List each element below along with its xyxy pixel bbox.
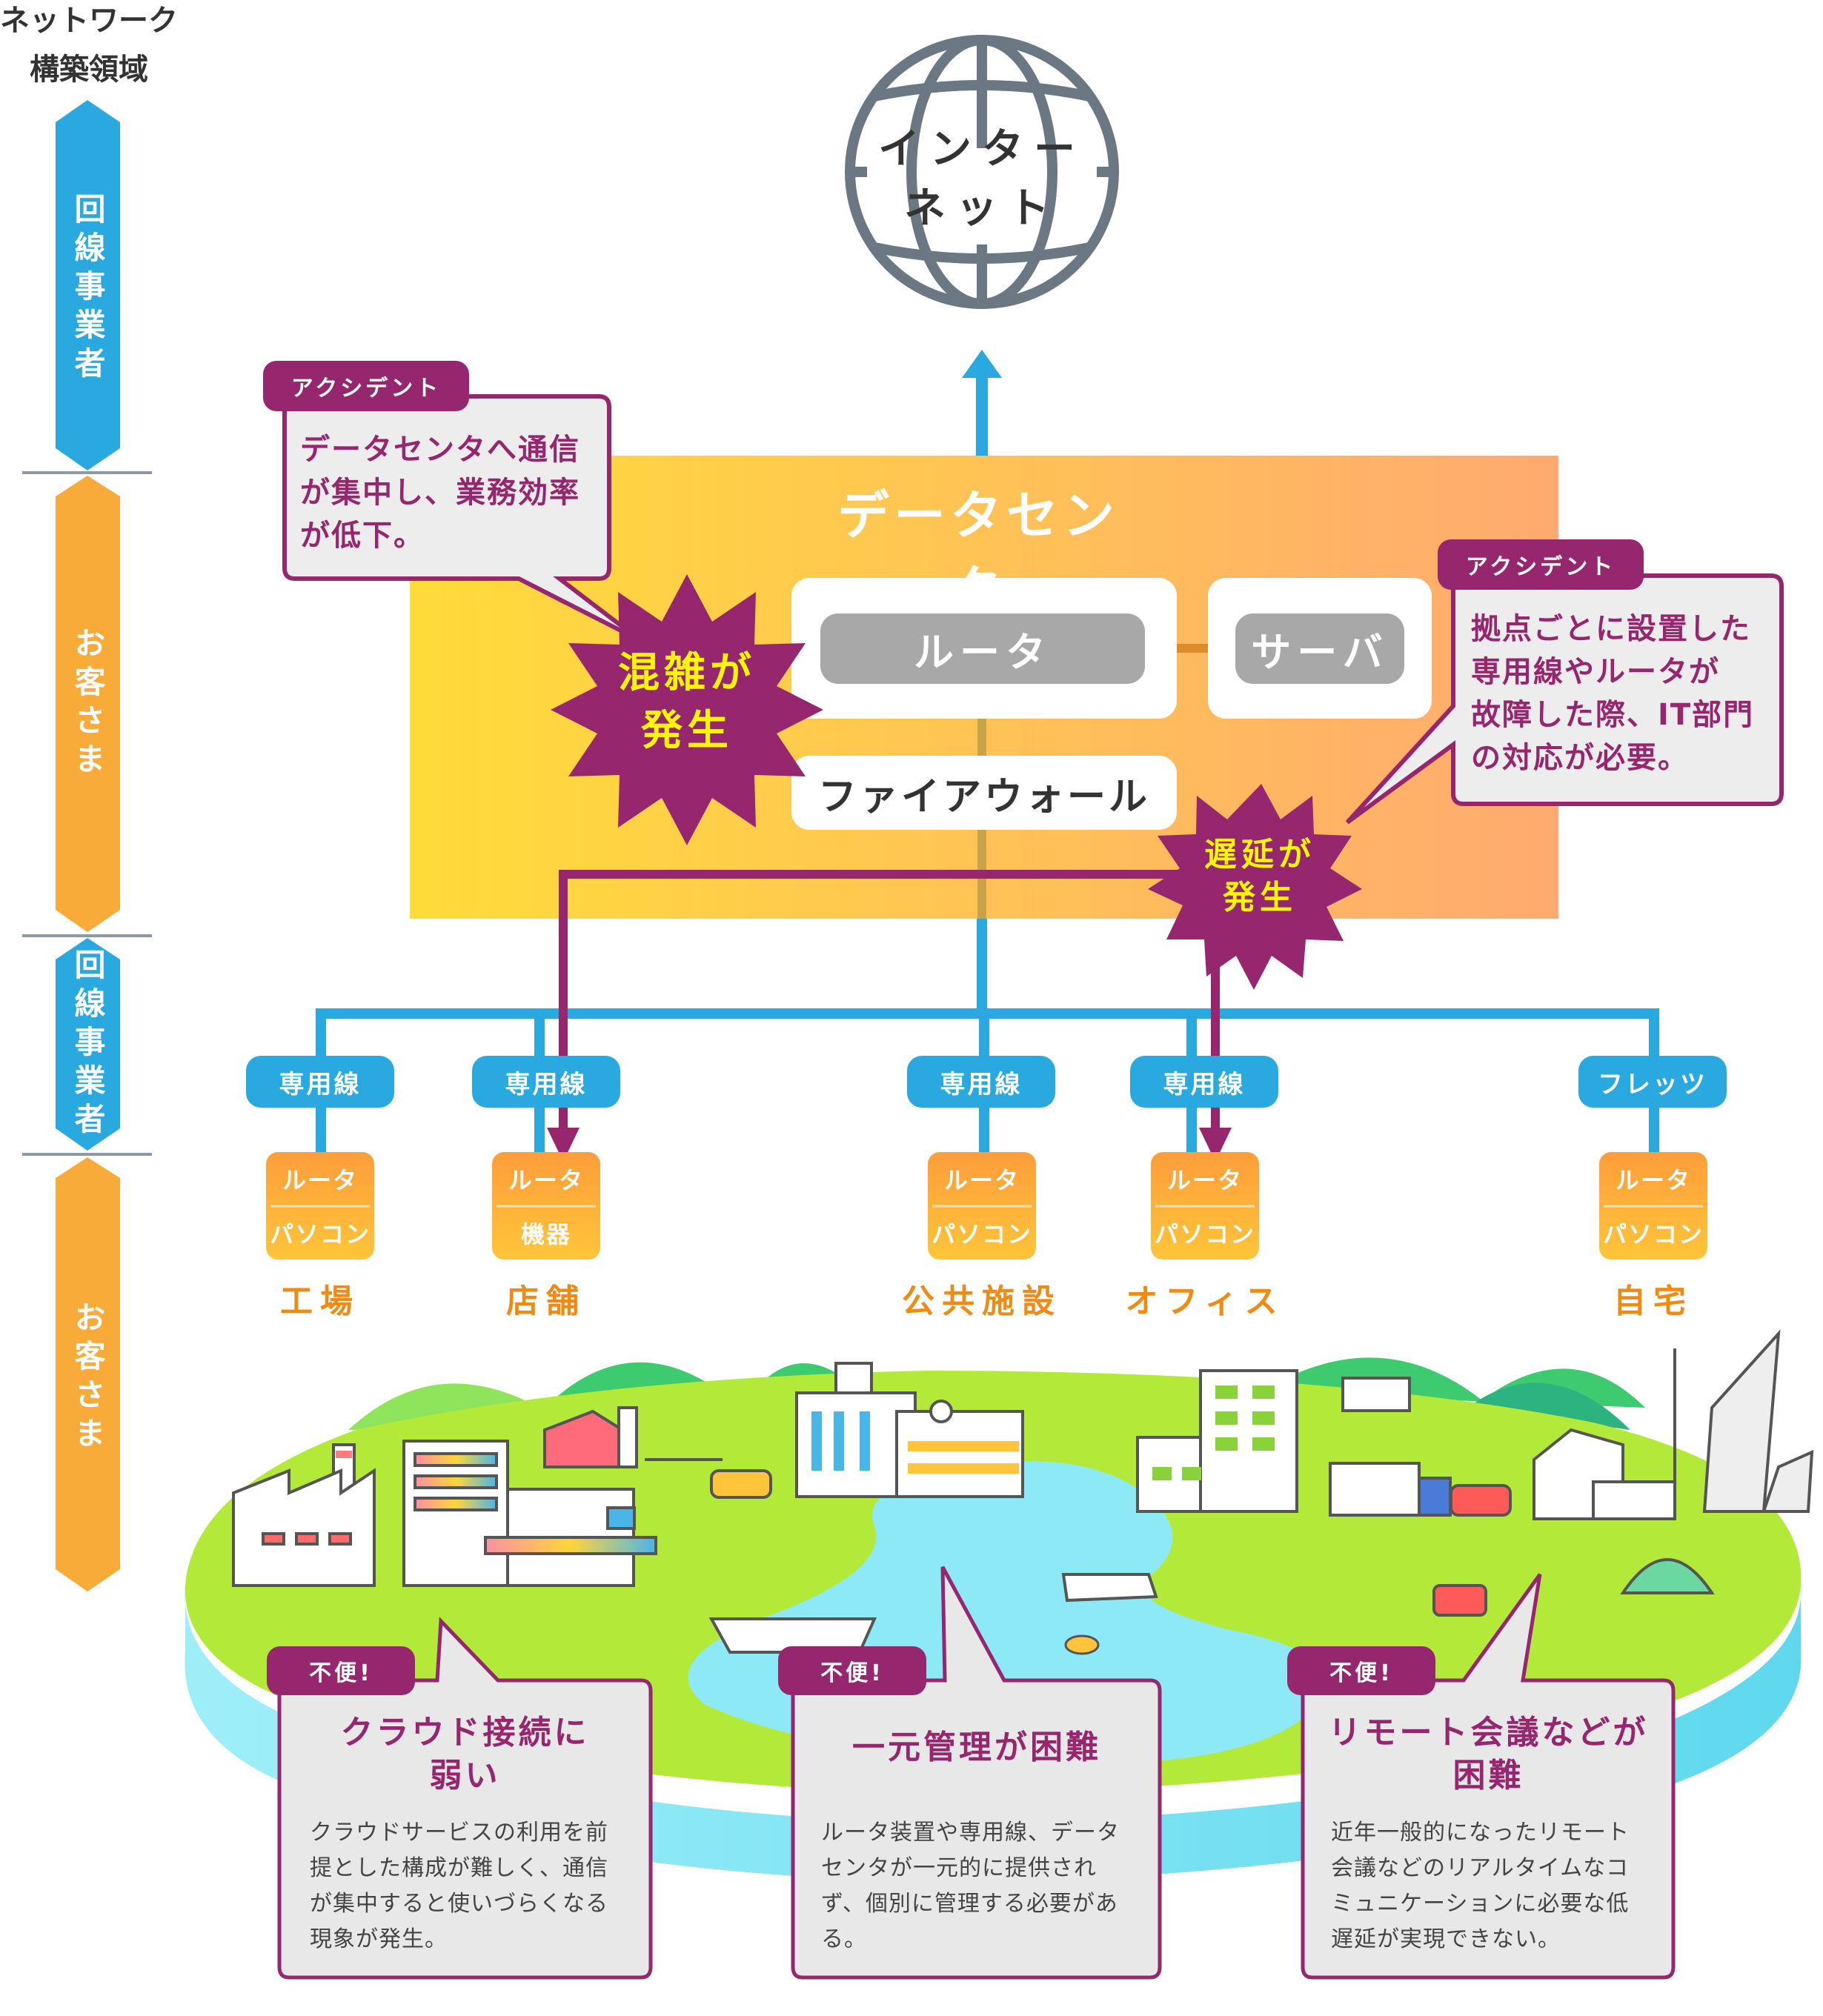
band-label-carrier-2: 回線事業者 — [70, 948, 106, 1141]
line-tag-public: 専用線 — [907, 1056, 1055, 1108]
accident-tag-right: アクシデント — [1438, 539, 1644, 590]
congestion-burst — [551, 574, 823, 845]
problem-title-2: 一元管理が困難 — [852, 1729, 1101, 1766]
problem-desc-3: 近年一般的になったリモート 会議などのリアルタイムなコ ミュニケーションに必要な… — [1331, 1820, 1630, 1952]
device-pc-public: パソコン — [931, 1220, 1032, 1248]
problem-desc-1: クラウドサービスの利用を前 提とした構成が難しく、通信 が集中すると使いづらくな… — [310, 1820, 608, 1952]
firewall-label: ファイアウォール — [817, 774, 1150, 819]
farm-barn — [543, 1406, 723, 1468]
uplink-arrow — [962, 350, 1002, 456]
hospital-building — [795, 1362, 1024, 1498]
delay-line1: 遅延が — [1204, 836, 1315, 874]
taxi-icon — [710, 1469, 772, 1499]
problem-desc-2: ルータ装置や専用線、データ センタが一元的に提供され ず、個別に管理する必要があ… — [821, 1820, 1120, 1952]
device-boxes — [266, 1152, 1707, 1260]
band-customer-1 — [56, 476, 120, 932]
band-customer-2 — [56, 1157, 120, 1591]
place-home: 自宅 — [1613, 1283, 1693, 1320]
band-label-carrier-1: 回線事業者 — [70, 193, 106, 385]
side-bands — [56, 100, 120, 1591]
truck-icon — [1329, 1462, 1512, 1517]
internet-label-line2: ネット — [904, 184, 1060, 233]
globe-icon — [845, 35, 1119, 309]
internet-label-line1: インター — [878, 125, 1086, 173]
delay-burst-text: 遅延が 発生 — [1171, 834, 1349, 919]
band-label-customer-2: お客さま — [70, 1301, 106, 1455]
router-box: ルータ — [820, 613, 1145, 684]
problem-tag-2: 不便! — [778, 1646, 926, 1695]
side-separators — [22, 471, 152, 1156]
device-router-home: ルータ — [1615, 1166, 1691, 1194]
internet-label: インター ネット — [871, 120, 1093, 239]
firewall-card — [791, 756, 1177, 830]
congestion-line2: 発生 — [641, 707, 733, 755]
problem-title-1: クラウド接続に 弱い — [340, 1714, 590, 1794]
greenhouse-icon — [1620, 1558, 1715, 1594]
arrowhead-office — [1199, 1128, 1232, 1162]
network-scope-heading: ネットワーク 構築領域 — [0, 4, 178, 87]
device-pc-home: パソコン — [1602, 1220, 1704, 1248]
arrowhead-store — [547, 1128, 580, 1162]
house-building — [1341, 1377, 1676, 1520]
place-office: オフィス — [1125, 1283, 1285, 1320]
congestion-burst-text: 混雑が 発生 — [583, 645, 791, 760]
problem-tag-3: 不便! — [1287, 1646, 1435, 1695]
delay-burst — [1148, 784, 1362, 990]
accident-text-left: データセンタへ通信 が集中し、業務効率 が低下。 — [300, 433, 580, 553]
accident-tag-left: アクシデント — [263, 361, 469, 411]
device-pc-office: パソコン — [1154, 1220, 1255, 1248]
delay-line2: 発生 — [1223, 879, 1297, 916]
fish-icon — [1064, 1634, 1100, 1655]
congestion-line1: 混雑が — [618, 649, 756, 697]
distribution-lines — [316, 919, 1659, 1163]
place-public-facility: 公共施設 — [902, 1283, 1062, 1320]
device-router-public: ルータ — [943, 1166, 1020, 1194]
line-tag-store: 専用線 — [472, 1056, 620, 1108]
city-skyline — [1673, 1329, 1814, 1513]
pier-icon — [1061, 1573, 1158, 1603]
device-pc-factory: パソコン — [269, 1220, 371, 1248]
problem-tag-1: 不便! — [267, 1646, 415, 1695]
device-router-store: ルータ — [508, 1166, 584, 1194]
band-carrier-1 — [56, 100, 120, 470]
problem-title-3: リモート会議などが 困難 — [1328, 1714, 1649, 1794]
place-factory: 工場 — [280, 1283, 360, 1320]
datacenter-title: データセンタ — [837, 485, 1119, 621]
device-equipment-store: 機器 — [520, 1220, 571, 1248]
line-tag-office: 専用線 — [1130, 1056, 1278, 1108]
server-box: サーバ — [1235, 613, 1404, 684]
place-store: 店舗 — [506, 1283, 586, 1320]
store-building — [402, 1440, 657, 1587]
band-label-customer-1: お客さま — [70, 627, 106, 781]
factory-building — [232, 1443, 376, 1587]
accident-text-right: 拠点ごとに設置した 専用線やルータが 故障した際、IT部門 の対応が必要。 — [1471, 612, 1755, 775]
line-tag-home: フレッツ — [1578, 1056, 1727, 1108]
line-tag-factory: 専用線 — [246, 1056, 394, 1108]
tractor-icon — [1432, 1584, 1487, 1617]
band-carrier-2 — [56, 938, 120, 1151]
office-building — [1136, 1369, 1298, 1513]
device-router-office: ルータ — [1166, 1166, 1243, 1194]
device-router-factory: ルータ — [282, 1166, 358, 1194]
